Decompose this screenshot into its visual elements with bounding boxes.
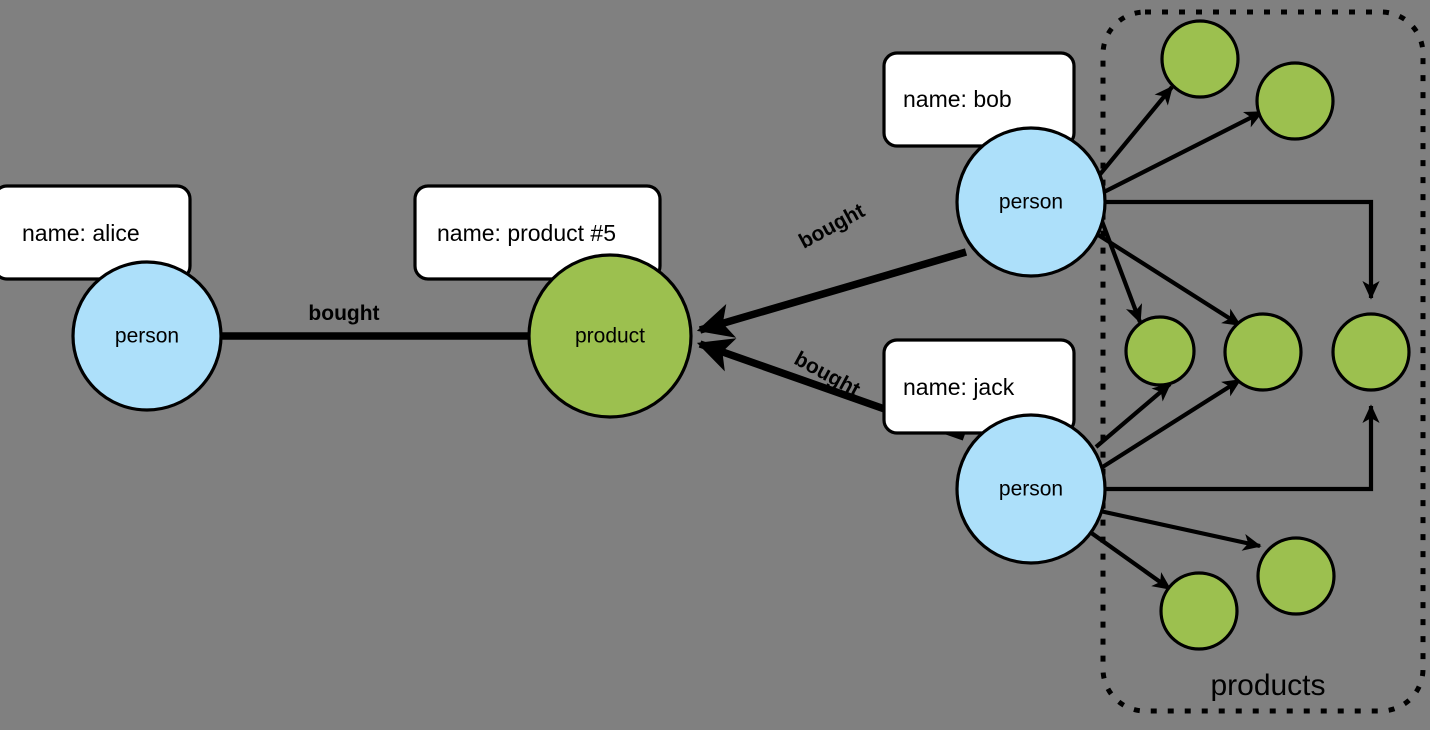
property-box-product-text: name: product #5 <box>437 220 616 246</box>
node-alice-label: person <box>115 325 179 348</box>
node-bob-label: person <box>999 191 1063 214</box>
property-box-bob-text: name: bob <box>903 86 1012 112</box>
product-node-5[interactable] <box>1331 312 1411 392</box>
node-jack-circle[interactable] <box>955 413 1107 565</box>
edge-label-jack-bought: bought <box>790 347 863 401</box>
edge-bob-to-product-1 <box>1095 85 1174 180</box>
edge-bob-bought-product <box>696 248 968 338</box>
node-bob[interactable]: person <box>955 126 1107 278</box>
node-alice[interactable]: person <box>71 260 223 412</box>
node-product5-circle[interactable] <box>527 253 693 419</box>
edge-label-alice-bought: bought <box>308 302 379 325</box>
node-jack[interactable]: person <box>955 413 1107 565</box>
edge-jack-to-product-7 <box>1099 508 1262 551</box>
edge-bob-to-product-5 <box>1105 199 1380 300</box>
product-node-2[interactable] <box>1255 61 1335 141</box>
node-product5-label: product <box>575 325 645 348</box>
edge-jack-to-product-5 <box>1105 404 1380 492</box>
node-product5[interactable]: product <box>527 253 693 419</box>
property-box-jack-rect <box>882 338 1076 435</box>
product-node-7[interactable] <box>1256 536 1336 616</box>
edge-bob-to-product-3 <box>1098 215 1143 324</box>
node-bob-circle[interactable] <box>955 126 1107 278</box>
property-box-alice: name: alice <box>0 184 192 281</box>
products-group-label: products <box>1210 669 1325 702</box>
property-box-bob-rect <box>882 51 1076 148</box>
property-box-bob: name: bob <box>882 51 1076 148</box>
product-node-4[interactable] <box>1223 312 1303 392</box>
property-box-jack-text: name: jack <box>903 374 1015 400</box>
property-box-alice-rect <box>0 184 192 281</box>
edge-bob-to-product-4 <box>1090 229 1242 327</box>
property-box-jack: name: jack <box>882 338 1076 435</box>
property-box-alice-text: name: alice <box>22 220 140 246</box>
edge-jack-to-product-6 <box>1088 530 1172 591</box>
edge-jack-to-product-3 <box>1094 382 1172 449</box>
edge-bob-to-product-2 <box>1101 110 1264 195</box>
edge-label-bob-bought: bought <box>795 199 868 253</box>
node-alice-circle[interactable] <box>71 260 223 412</box>
product-node-3[interactable] <box>1124 315 1196 387</box>
product-node-6[interactable] <box>1159 571 1239 651</box>
edge-jack-to-product-4 <box>1099 378 1242 470</box>
product-node-1[interactable] <box>1160 19 1240 99</box>
node-jack-label: person <box>999 478 1063 501</box>
